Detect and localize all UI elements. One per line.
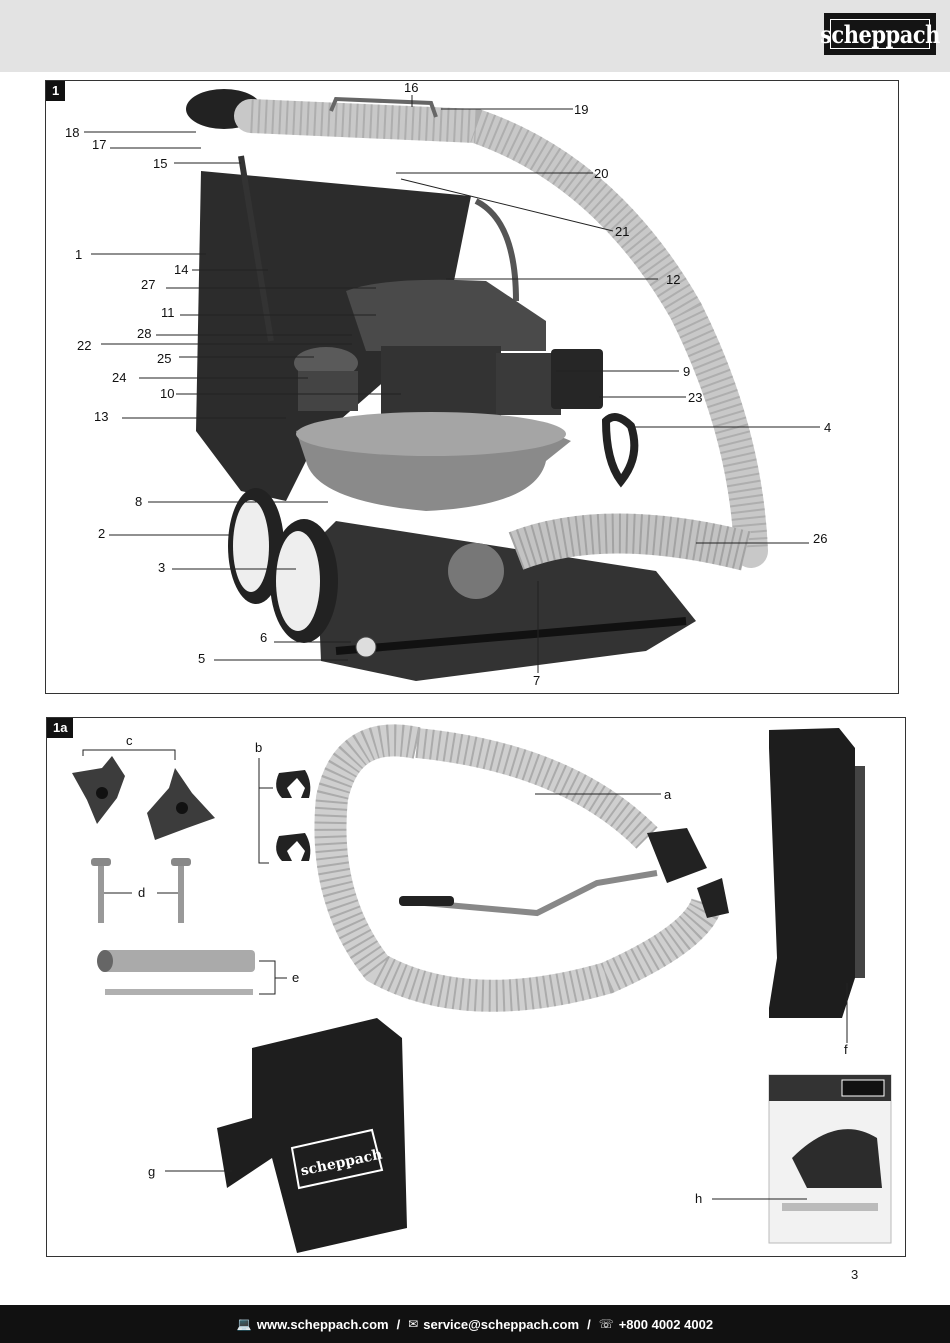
flap-plate: [769, 728, 855, 1018]
callout-28: 28: [137, 326, 152, 341]
footer-email[interactable]: ✉ service@scheppach.com: [408, 1317, 579, 1332]
header-band: scheppach: [0, 0, 950, 72]
carry-handle: [601, 413, 639, 488]
callout-25: 25: [157, 351, 172, 366]
collection-bag-g: [217, 1018, 407, 1253]
callout-7: 7: [533, 673, 541, 688]
leaf-vacuum-illustration: [84, 89, 820, 681]
hose-nozzle-a: [647, 828, 707, 883]
callout-f: f: [844, 1042, 848, 1057]
callout-27: 27: [141, 277, 156, 292]
brand-logo: scheppach: [820, 13, 940, 55]
footer-website[interactable]: 💻 www.scheppach.com: [237, 1317, 389, 1332]
hose-handle-bar: [401, 870, 658, 917]
footer-separator: /: [587, 1316, 591, 1332]
footer-separator: /: [396, 1316, 401, 1332]
callout-12: 12: [666, 272, 681, 287]
hose-holder: [329, 96, 438, 118]
clip-2: [276, 833, 311, 861]
hose-grip: [399, 896, 454, 906]
hose-coil: [314, 724, 723, 1012]
callout-e: e: [292, 970, 300, 985]
height-adjust-knob: [355, 636, 377, 658]
callout-18: 18: [65, 125, 80, 140]
website-text: www.scheppach.com: [256, 1316, 389, 1332]
air-filter: [551, 349, 603, 409]
callout-9: 9: [683, 364, 691, 379]
brand-logo-text: scheppach: [820, 19, 940, 49]
page-number: 3: [851, 1267, 859, 1282]
suction-hose: [234, 99, 768, 568]
callout-14: 14: [174, 262, 189, 277]
callout-6: 6: [260, 630, 268, 645]
callout-c: c: [126, 733, 133, 748]
callout-20: 20: [594, 166, 609, 181]
engine-cover: [346, 279, 546, 351]
callout-19: 19: [574, 102, 589, 117]
callout-b: b: [255, 740, 263, 755]
callout-10: 10: [160, 386, 175, 401]
callout-17: 17: [92, 137, 107, 152]
bolt-2: [178, 863, 184, 923]
callout-22: 22: [77, 338, 92, 353]
callout-11: 11: [161, 305, 175, 320]
callout-1: 1: [75, 247, 83, 262]
figure-1a-panel: 1a: [46, 717, 906, 1257]
computer-icon: 💻: [236, 1317, 252, 1331]
callout-23: 23: [688, 390, 703, 405]
phone-icon: ☏: [598, 1317, 614, 1331]
callout-g: g: [148, 1164, 156, 1179]
callout-3: 3: [158, 560, 166, 575]
callout-16: 16: [404, 80, 419, 95]
callout-8: 8: [135, 494, 143, 509]
bag-logo-box: [290, 1128, 384, 1190]
accessories-illustration: [72, 724, 892, 1253]
callout-2: 2: [98, 526, 106, 541]
callout-4: 4: [824, 420, 832, 435]
figure-1-panel: 1: [45, 80, 899, 694]
callout-h: h: [695, 1191, 703, 1206]
callout-13: 13: [94, 409, 109, 424]
callout-26: 26: [813, 531, 828, 546]
figure-1-tag: 1: [46, 81, 66, 101]
phone-text: +800 4002 4002: [618, 1316, 714, 1332]
tommy-bar: [105, 989, 253, 995]
callout-15: 15: [153, 156, 168, 171]
callout-24: 24: [112, 370, 127, 385]
footer-phone[interactable]: ☏ +800 4002 4002: [599, 1317, 713, 1332]
footer-bar: 💻 www.scheppach.com / ✉ service@scheppac…: [0, 1305, 950, 1343]
email-text: service@scheppach.com: [423, 1316, 580, 1332]
mail-icon: ✉: [408, 1317, 419, 1331]
figure-1a-tag: 1a: [47, 718, 74, 738]
clip-1: [276, 770, 311, 798]
outlet-cap: [448, 543, 504, 599]
bolt-1: [98, 863, 104, 923]
callout-d: d: [138, 885, 146, 900]
callout-5: 5: [198, 651, 206, 666]
spark-plug-wrench: [100, 950, 255, 972]
callout-leaders: [84, 95, 820, 673]
callout-21: 21: [615, 224, 630, 239]
callout-a: a: [664, 787, 672, 802]
